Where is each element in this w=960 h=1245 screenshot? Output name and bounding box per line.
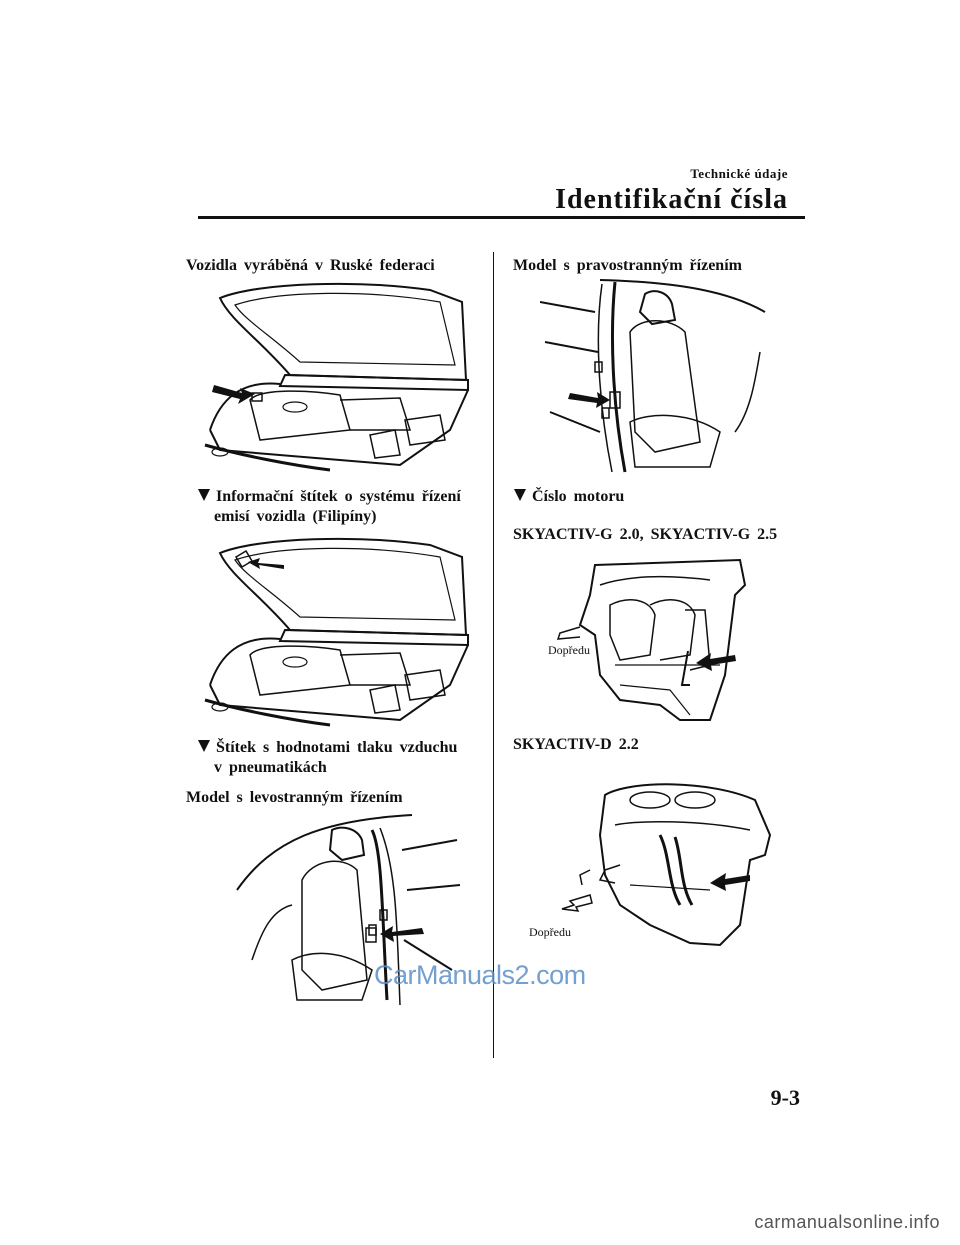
heading-russia: Vozidla vyráběná v Ruské federaci xyxy=(186,257,435,274)
page-title: Identifikační čísla xyxy=(555,184,788,215)
bullet-tire: Štítek s hodnotami tlaku vzduchu v pneum… xyxy=(198,738,457,778)
bullet-emission-line2: emisí vozidla (Filipíny) xyxy=(214,508,377,525)
watermark-site: carmanualsonline.info xyxy=(754,1212,940,1232)
bullet-triangle-icon xyxy=(198,740,210,752)
section-subtitle: Technické údaje xyxy=(690,166,788,181)
page-number: 9-3 xyxy=(770,1085,800,1110)
heading-skyactiv-d: SKYACTIV-D 2.2 xyxy=(513,736,639,753)
heading-skyactiv-g: SKYACTIV-G 2.0, SKYACTIV-G 2.5 xyxy=(513,526,778,543)
label-forward-d: Dopředu xyxy=(529,925,571,939)
bullet-emission: Informační štítek o systému řízení emisí… xyxy=(198,487,461,527)
bullet-engine: Číslo motoru xyxy=(514,487,624,507)
engine-illustration-skyactiv-g xyxy=(556,558,747,721)
bullet-triangle-icon xyxy=(198,489,210,501)
bullet-tire-line2: v pneumatikách xyxy=(214,759,327,776)
label-forward-g: Dopředu xyxy=(548,643,590,657)
heading-lhd: Model s levostranným řízením xyxy=(186,789,403,806)
engine-illustration-skyactiv-d xyxy=(561,783,772,947)
bullet-tire-line1: Štítek s hodnotami tlaku vzduchu xyxy=(216,739,458,756)
hood-illustration-philippines xyxy=(204,537,469,727)
watermark-brand: CarManuals2.com xyxy=(374,960,586,990)
heading-rhd: Model s pravostranným řízením xyxy=(513,257,742,274)
header-rule xyxy=(198,216,805,219)
door-pillar-illustration-rhd xyxy=(540,279,766,473)
hood-illustration-russia xyxy=(204,282,469,472)
bullet-triangle-icon xyxy=(514,489,526,501)
bullet-emission-line1: Informační štítek o systému řízení xyxy=(216,488,461,505)
door-pillar-illustration-lhd xyxy=(236,814,461,1006)
column-divider xyxy=(493,252,494,1058)
bullet-engine-label: Číslo motoru xyxy=(532,488,625,505)
